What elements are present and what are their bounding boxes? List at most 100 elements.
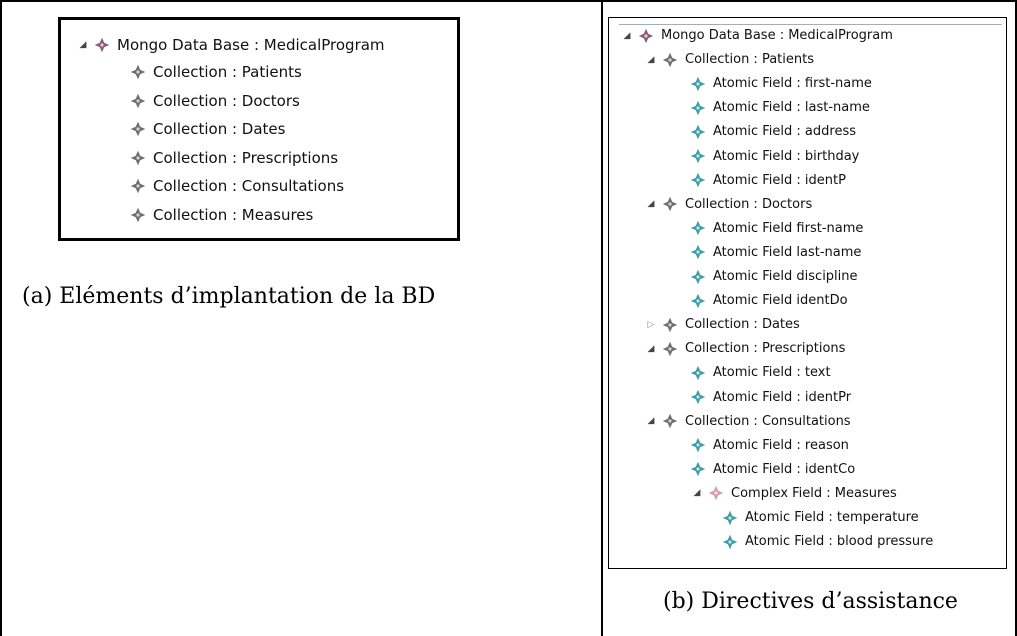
- tree-row[interactable]: Atomic Field first-name: [673, 221, 863, 236]
- tree-item-label: Collection : Doctors: [153, 91, 300, 110]
- tree-row[interactable]: Atomic Field : birthday: [673, 149, 859, 164]
- tree-row[interactable]: Collection : Measures: [113, 206, 313, 224]
- tree-row[interactable]: Mongo Data Base : MedicalProgram: [77, 36, 385, 54]
- tree-row[interactable]: Collection : Dates: [645, 317, 800, 332]
- collection-icon: [663, 414, 677, 429]
- field-icon: [691, 149, 705, 163]
- field-icon: [691, 293, 705, 308]
- tree-row[interactable]: Collection : Patients: [113, 63, 302, 81]
- tree-item-label: Atomic Field : blood pressure: [745, 534, 934, 550]
- collapsed-arrow-icon[interactable]: [645, 320, 657, 330]
- tree-row[interactable]: Atomic Field : first-name: [673, 76, 872, 91]
- tree-item-label: Atomic Field : last-name: [713, 100, 870, 116]
- collection-icon: [663, 341, 677, 356]
- collection-icon: [131, 150, 145, 165]
- tree-row[interactable]: Collection : Prescriptions: [645, 341, 845, 356]
- tree-row[interactable]: Collection : Consultations: [113, 177, 344, 195]
- expanded-arrow-icon[interactable]: [645, 416, 657, 426]
- expanded-arrow-icon[interactable]: [691, 488, 703, 498]
- tree-row[interactable]: Atomic Field : temperature: [705, 510, 919, 525]
- tree-row[interactable]: Collection : Dates: [113, 120, 285, 138]
- field-icon: [691, 245, 705, 260]
- collection-icon: [663, 317, 677, 332]
- database-icon: [95, 38, 109, 52]
- tree-item-label: Atomic Field : identPr: [713, 389, 852, 405]
- field-icon: [723, 510, 737, 525]
- collection-icon: [131, 65, 145, 79]
- tree-row[interactable]: Atomic Field : reason: [673, 438, 849, 453]
- tree-item-label: Collection : Measures: [153, 205, 314, 224]
- tree-item-label: Collection : Prescriptions: [153, 148, 339, 167]
- field-icon: [691, 390, 705, 404]
- caption-b: (b) Directives d’assistance: [663, 589, 958, 614]
- tree-item-label: Mongo Data Base : MedicalProgram: [661, 28, 893, 43]
- field-icon: [691, 269, 705, 284]
- tree-item-label: Collection : Patients: [685, 52, 814, 68]
- tree-row[interactable]: Atomic Field : last-name: [673, 100, 870, 115]
- tree-row[interactable]: Mongo Data Base : MedicalProgram: [621, 28, 893, 43]
- expanded-arrow-icon[interactable]: [645, 199, 657, 209]
- database-icon: [639, 28, 653, 43]
- tree-item-label: Atomic Field : temperature: [745, 510, 919, 525]
- tree-item-label: Atomic Field : first-name: [713, 76, 872, 92]
- field-icon: [691, 173, 705, 188]
- tree-item-label: Complex Field : Measures: [731, 485, 897, 501]
- tree-row[interactable]: Atomic Field : identPr: [673, 390, 851, 405]
- expanded-arrow-icon[interactable]: [77, 40, 89, 50]
- tree-row[interactable]: Atomic Field identDo: [673, 293, 848, 308]
- tree-row[interactable]: Atomic Field : blood pressure: [705, 534, 933, 549]
- expanded-arrow-icon[interactable]: [621, 31, 633, 41]
- field-icon: [691, 438, 705, 453]
- collection-icon: [131, 179, 145, 193]
- panel-b-header-line: [619, 24, 1002, 25]
- expanded-arrow-icon[interactable]: [645, 344, 657, 354]
- tree-item-label: Atomic Field identDo: [713, 293, 848, 309]
- collection-icon: [663, 197, 677, 212]
- tree-item-label: Collection : Dates: [685, 317, 800, 333]
- tree-row[interactable]: Collection : Patients: [645, 52, 814, 67]
- tree-row[interactable]: Collection : Doctors: [113, 92, 300, 110]
- collection-icon: [663, 52, 677, 67]
- tree-item-label: Atomic Field : reason: [713, 437, 849, 453]
- tree-item-label: Collection : Consultations: [685, 413, 851, 429]
- tree-item-label: Atomic Field : address: [713, 124, 856, 140]
- tree-item-label: Collection : Prescriptions: [685, 341, 846, 357]
- tree-row[interactable]: Atomic Field : text: [673, 365, 831, 380]
- tree-item-label: Atomic Field : identCo: [713, 461, 856, 477]
- column-divider: [601, 2, 603, 636]
- tree-row[interactable]: Atomic Field : identCo: [673, 462, 855, 477]
- field-icon: [691, 462, 705, 477]
- field-icon: [723, 534, 737, 549]
- field-icon: [691, 124, 705, 139]
- expanded-arrow-icon[interactable]: [645, 55, 657, 65]
- tree-row[interactable]: Collection : Doctors: [645, 197, 812, 212]
- tree-item-label: Collection : Dates: [153, 120, 286, 138]
- tree-item-label: Atomic Field last-name: [713, 244, 862, 260]
- tree-row[interactable]: Atomic Field : identP: [673, 173, 846, 188]
- field-icon: [691, 100, 705, 115]
- collection-icon: [131, 122, 145, 136]
- tree-row[interactable]: Atomic Field : address: [673, 124, 856, 139]
- tree-item-label: Collection : Consultations: [153, 177, 345, 195]
- field-icon: [691, 76, 705, 91]
- collection-icon: [131, 93, 145, 108]
- tree-row[interactable]: Atomic Field discipline: [673, 269, 858, 284]
- tree-item-label: Atomic Field first-name: [713, 220, 864, 236]
- tree-item-label: Atomic Field discipline: [713, 269, 858, 284]
- tree-row[interactable]: Atomic Field last-name: [673, 245, 861, 260]
- tree-item-label: Atomic Field : birthday: [713, 148, 860, 164]
- panel-a-tree-view: Mongo Data Base : MedicalProgramCollecti…: [58, 17, 460, 241]
- tree-row[interactable]: Collection : Prescriptions: [113, 149, 338, 167]
- caption-a: (a) Eléments d’implantation de la BD: [22, 284, 436, 309]
- field-icon: [691, 365, 705, 380]
- tree-row[interactable]: Complex Field : Measures: [691, 486, 897, 501]
- panel-b-tree-view: Mongo Data Base : MedicalProgramCollecti…: [608, 17, 1007, 569]
- complex-field-icon: [709, 486, 723, 501]
- tree-root-label: Mongo Data Base : MedicalProgram: [117, 36, 385, 54]
- tree-item-label: Collection : Doctors: [685, 196, 813, 212]
- tree-item-label: Collection : Patients: [153, 63, 302, 81]
- field-icon: [691, 221, 705, 236]
- tree-row[interactable]: Collection : Consultations: [645, 414, 851, 429]
- tree-item-label: Atomic Field : text: [713, 365, 831, 381]
